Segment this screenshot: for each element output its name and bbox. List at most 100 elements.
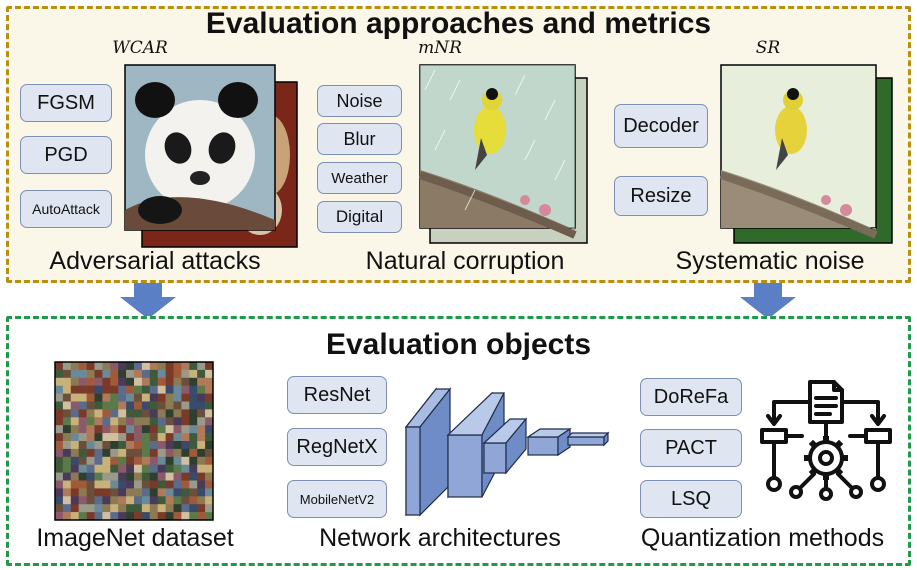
mosaic-tile [86, 512, 95, 521]
mosaic-tile [149, 512, 158, 521]
mosaic-tile [102, 417, 111, 426]
mosaic-tile [181, 362, 190, 371]
mosaic-tile [173, 417, 182, 426]
quant-dorefa: DoReFa [640, 378, 742, 416]
mosaic-tile [165, 401, 174, 410]
mosaic-tile [126, 362, 135, 371]
mosaic-tile [118, 393, 127, 402]
mosaic-tile [86, 464, 95, 473]
mosaic-tile [102, 362, 111, 371]
mosaic-tile [70, 496, 79, 505]
mosaic-tile [94, 448, 103, 458]
mosaic-tile [157, 433, 166, 442]
mosaic-tile [134, 362, 143, 371]
mosaic-tile [197, 441, 206, 450]
mosaic-tile [157, 377, 166, 386]
panda-image-stack [124, 64, 298, 248]
mosaic-tile [126, 425, 135, 434]
mosaic-tile [189, 480, 198, 489]
mosaic-tile [70, 362, 79, 371]
mosaic-tile [141, 385, 151, 394]
mosaic-tile [78, 456, 87, 465]
mosaic-tile [62, 433, 72, 442]
mosaic-tile [157, 504, 166, 513]
mosaic-tile [189, 441, 198, 450]
mosaic-tile [126, 456, 135, 465]
mosaic-tile [70, 377, 79, 386]
mosaic-tile [70, 448, 79, 458]
mosaic-tile [78, 488, 87, 497]
mosaic-tile [126, 433, 135, 442]
mosaic-tile [86, 401, 95, 410]
mosaic-tile [102, 464, 111, 473]
mosaic-tile [205, 488, 214, 497]
mosaic-tile [197, 377, 206, 386]
mosaic-tile [205, 456, 214, 465]
mosaic-tile [134, 472, 143, 481]
mosaic-tile [181, 496, 190, 505]
mosaic-tile [197, 472, 206, 481]
mosaic-tile [197, 433, 206, 442]
mosaic-tile [62, 417, 72, 426]
mosaic-tile [141, 433, 151, 442]
mosaic-tile [181, 385, 190, 394]
mosaic-tile [62, 464, 72, 473]
mosaic-tile [181, 417, 190, 426]
mosaic-tile [126, 377, 135, 386]
mosaic-tile [102, 504, 111, 513]
mosaic-tile [62, 425, 72, 434]
mosaic-tile [118, 377, 127, 386]
mosaic-tile [141, 464, 151, 473]
mosaic-tile [94, 480, 103, 489]
mosaic-tile [189, 401, 198, 410]
mosaic-tile [110, 385, 119, 394]
mosaic-tile [118, 409, 127, 418]
mosaic-tile [110, 433, 119, 442]
mosaic-tile [181, 441, 190, 450]
mosaic-tile [55, 417, 64, 426]
mosaic-tile [141, 409, 151, 418]
mosaic-tile [181, 377, 190, 386]
mosaic-tile [173, 369, 182, 379]
mosaic-tile [55, 464, 64, 473]
mosaic-tile [205, 504, 214, 513]
mosaic-tile [157, 425, 166, 434]
mosaic-tile [126, 488, 135, 497]
mosaic-tile [189, 472, 198, 481]
mosaic-tile [134, 496, 143, 505]
mosaic-tile [86, 448, 95, 458]
mosaic-tile [102, 480, 111, 489]
mosaic-tile [78, 441, 87, 450]
mosaic-tile [126, 441, 135, 450]
mosaic-tile [126, 512, 135, 521]
mosaic-tile [205, 393, 214, 402]
mosaic-tile [141, 472, 151, 481]
mosaic-tile [70, 488, 79, 497]
mosaic-tile [110, 425, 119, 434]
mosaic-tile [197, 401, 206, 410]
mosaic-tile [165, 464, 174, 473]
mosaic-tile [157, 464, 166, 473]
mosaic-tile [181, 480, 190, 489]
mosaic-tile [70, 464, 79, 473]
mosaic-tile [149, 433, 158, 442]
mosaic-tile [189, 425, 198, 434]
mosaic-tile [197, 456, 206, 465]
mosaic-tile [126, 504, 135, 513]
mosaic-tile [141, 377, 151, 386]
mosaic-tile [78, 448, 87, 458]
mosaic-tile [134, 480, 143, 489]
mosaic-tile [157, 480, 166, 489]
mosaic-tile [134, 377, 143, 386]
metric-sr: SR [755, 38, 781, 58]
corruption-digital: Digital [317, 201, 402, 233]
mosaic-tile [126, 464, 135, 473]
mosaic-tile [149, 480, 158, 489]
mosaic-tile [181, 425, 190, 434]
mosaic-tile [141, 456, 151, 465]
mosaic-tile [149, 488, 158, 497]
mosaic-tile [110, 448, 119, 458]
caption-imagenet-dataset: ImageNet dataset [36, 524, 234, 552]
mosaic-tile [118, 480, 127, 489]
mosaic-tile [126, 393, 135, 402]
